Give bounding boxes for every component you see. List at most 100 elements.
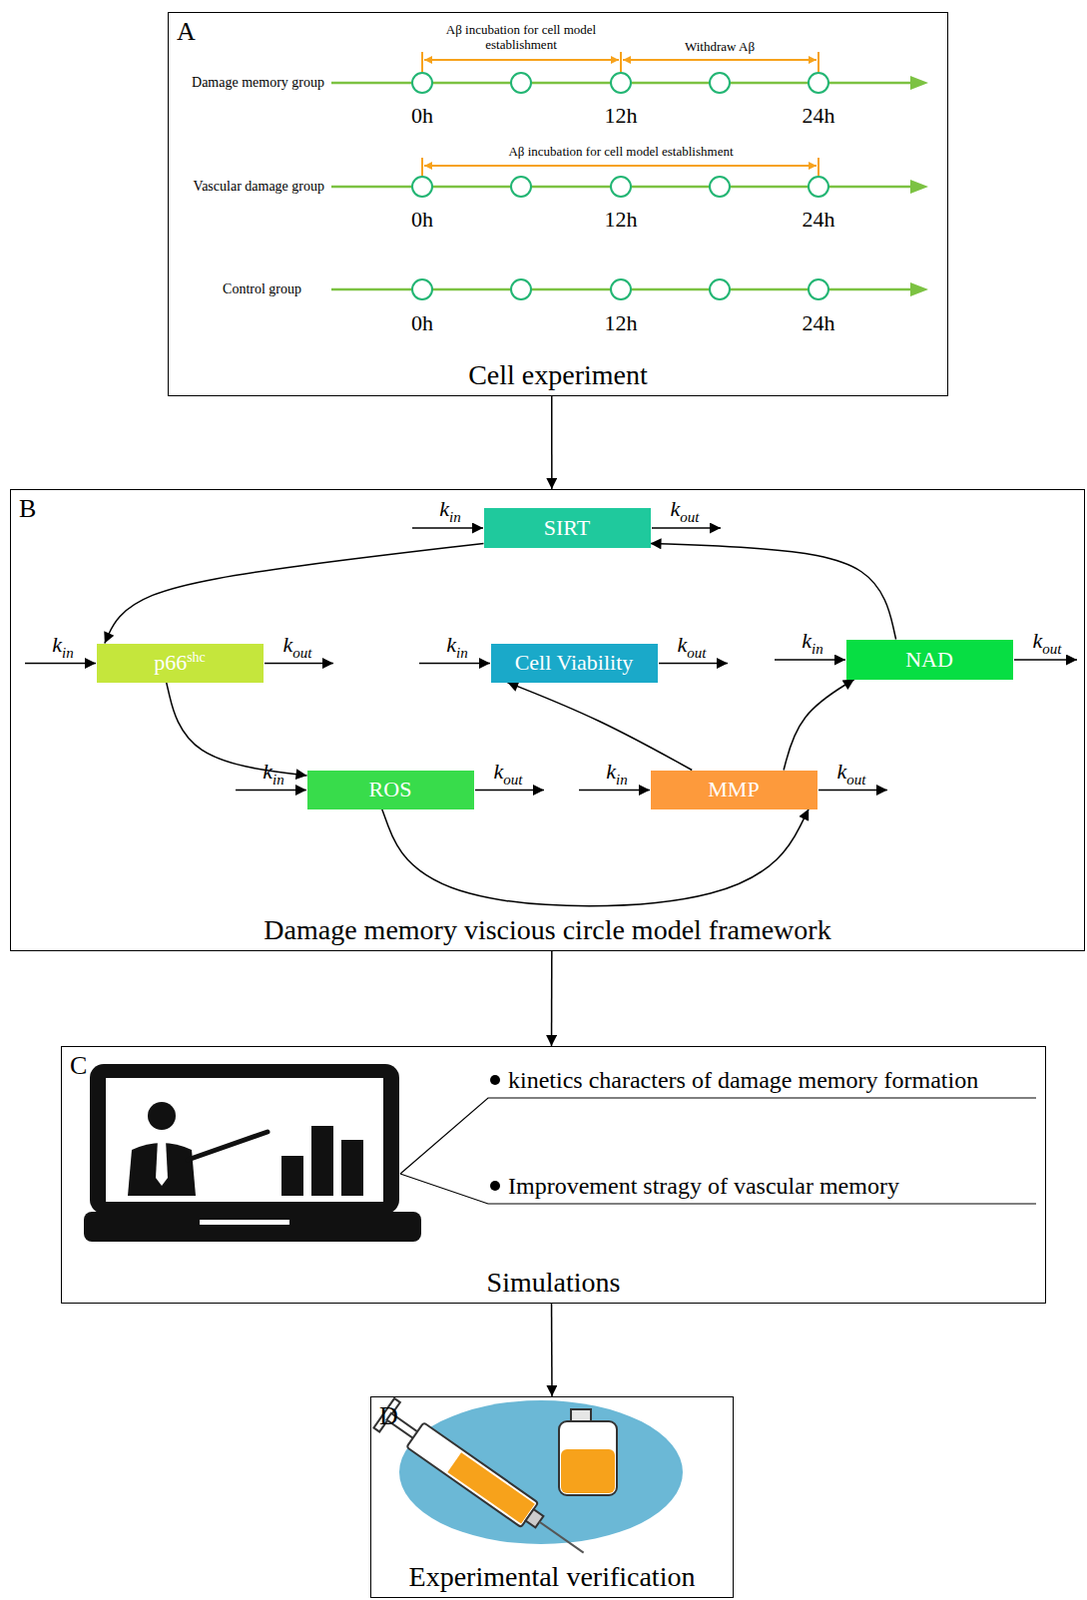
bullet-dot — [490, 1075, 501, 1086]
bracket-tick — [817, 157, 820, 176]
rate-constant: kin — [801, 627, 823, 657]
panel-box: D Experimental verification — [370, 1396, 734, 1599]
box-label: SIRT — [543, 515, 590, 542]
time-point — [610, 72, 631, 93]
rate-constant: kout — [494, 758, 524, 788]
rate-constant: kin — [446, 631, 468, 661]
time-label: 0h — [411, 310, 434, 337]
process-box: Cell Viability — [491, 643, 658, 683]
panel-title: Cell experiment — [168, 359, 948, 392]
panel-letter: D — [379, 1401, 399, 1432]
input-flux-arrow — [412, 527, 484, 530]
syringe-hub — [526, 1509, 544, 1528]
rate-constant: kout — [283, 631, 313, 661]
time-point — [511, 176, 532, 197]
connector-arrow — [550, 396, 553, 490]
process-box: MMP — [650, 770, 818, 810]
rate-constant: kin — [262, 758, 284, 788]
group-label: Vascular damage group — [193, 178, 325, 195]
input-flux-arrow — [578, 789, 650, 792]
syringe-handle — [373, 1398, 400, 1433]
laptop-slot — [199, 1219, 290, 1225]
bullet-dot — [490, 1180, 501, 1191]
presenter-head — [147, 1101, 176, 1130]
vial-liquid — [560, 1449, 615, 1494]
time-label: 12h — [604, 206, 638, 233]
time-label: 0h — [411, 206, 434, 233]
time-point — [511, 279, 532, 300]
duration-bracket — [424, 164, 817, 167]
process-box: ROS — [307, 770, 475, 810]
time-point — [412, 72, 433, 93]
connector-arrow — [650, 543, 897, 640]
vial — [558, 1421, 617, 1496]
bullet-text: Improvement stragy of vascular memory — [508, 1172, 900, 1200]
time-point — [808, 72, 829, 93]
laptop-display — [105, 1078, 384, 1202]
time-label: 0h — [411, 102, 434, 129]
bracket-label: Withdraw Aβ — [684, 38, 755, 55]
syringe-liquid — [447, 1452, 535, 1524]
rate-constant: kout — [670, 496, 700, 526]
bracket-tick — [421, 157, 424, 176]
bracket-label: Aβ incubation for cell model establishme… — [508, 143, 733, 160]
time-label: 12h — [604, 102, 638, 129]
panel-box: B Damage memory viscious circle model fra… — [9, 489, 1086, 952]
bullet-text: kinetics characters of damage memory for… — [508, 1067, 979, 1094]
connector-arrow — [550, 951, 553, 1047]
box-label: Cell Viability — [515, 649, 634, 676]
timeline-head — [910, 282, 929, 297]
panel-letter: C — [69, 1051, 87, 1082]
bar — [281, 1155, 304, 1196]
time-point — [709, 176, 730, 197]
bar — [341, 1139, 364, 1196]
panel-letter: A — [176, 16, 196, 47]
panel-letter: B — [18, 494, 36, 525]
rate-constant: kout — [677, 631, 707, 661]
output-flux-arrow — [658, 662, 728, 665]
time-point — [511, 72, 532, 93]
output-flux-arrow — [264, 662, 334, 665]
input-flux-arrow — [419, 662, 491, 665]
time-label: 24h — [802, 102, 836, 129]
process-box: p66shc — [96, 643, 264, 683]
laptop-base — [83, 1211, 422, 1242]
panel-title: Damage memory viscious circle model fram… — [10, 914, 1085, 947]
time-label: 24h — [802, 206, 836, 233]
rate-constant: kout — [1033, 627, 1063, 657]
panel-title: Simulations — [61, 1266, 1046, 1299]
input-flux-arrow — [24, 662, 96, 665]
bracket-tick — [619, 51, 622, 72]
connector-arrow — [550, 1303, 553, 1397]
box-label: ROS — [369, 776, 413, 803]
box-label: p66shc — [153, 649, 206, 676]
time-point — [412, 176, 433, 197]
output-flux-arrow — [475, 789, 544, 792]
input-flux-arrow — [235, 789, 307, 792]
time-point — [412, 279, 433, 300]
rate-constant: kout — [837, 758, 867, 788]
panel-title: Experimental verification — [371, 1561, 733, 1594]
panel-box: A Cell experiment — [167, 11, 949, 397]
time-label: 24h — [802, 310, 836, 337]
output-flux-arrow — [818, 789, 888, 792]
output-flux-arrow — [651, 527, 721, 530]
timeline-head — [910, 75, 929, 90]
time-point — [709, 72, 730, 93]
group-label: Damage memory group — [191, 74, 325, 91]
output-flux-arrow — [1014, 658, 1078, 661]
connector-arrow — [104, 543, 485, 644]
box-label: MMP — [707, 776, 759, 803]
presenter-tie — [155, 1139, 168, 1186]
process-box: SIRT — [484, 508, 651, 548]
input-flux-arrow — [774, 658, 846, 661]
connector-arrow — [783, 679, 855, 771]
connector-arrow — [382, 809, 810, 907]
time-point — [808, 279, 829, 300]
duration-bracket — [424, 58, 619, 61]
time-point — [808, 176, 829, 197]
time-point — [610, 176, 631, 197]
